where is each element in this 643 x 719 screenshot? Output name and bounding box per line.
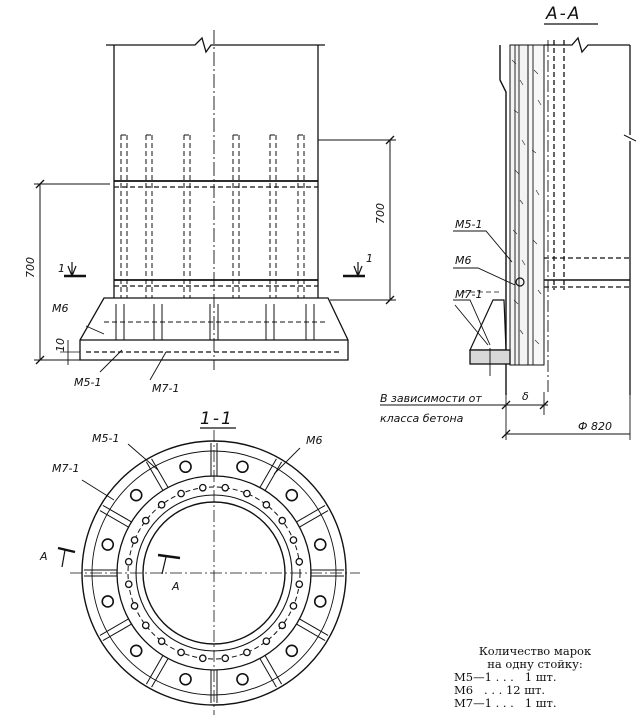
label-m5-front: М5-1	[74, 376, 101, 389]
stiffening-rib-edge	[299, 618, 329, 636]
rebar-dot	[295, 580, 304, 589]
section-11-title: 1-1	[200, 409, 234, 429]
outer-bolt-hole	[285, 488, 299, 502]
label-m7-plan: М7-1	[52, 462, 79, 475]
stiffening-rib-edge	[299, 510, 329, 528]
front-elevation	[34, 30, 396, 381]
plan-bolts-and-ribs	[84, 443, 344, 703]
rebar-dot	[243, 648, 251, 657]
note-concrete-line2: класса бетона	[380, 412, 464, 425]
outer-bolt-hole	[101, 595, 115, 608]
outer-bolt-hole	[236, 460, 249, 474]
stiffening-rib-edge	[102, 623, 132, 642]
rebar-dot	[130, 536, 139, 544]
cut-mark-left: 1	[58, 262, 65, 275]
rebar-dot	[262, 500, 271, 509]
note-title-line2: на одну стойку:	[487, 657, 583, 671]
outer-bolt-hole	[129, 488, 143, 502]
cut-mark-right: 1	[366, 252, 373, 265]
rebar-dot	[278, 621, 287, 630]
note-row-m7: М7—1 . . . 1 шт.	[454, 696, 557, 710]
note-title-line1: Количество марок	[478, 644, 592, 658]
rebar-dot	[141, 516, 150, 525]
outer-bolt-hole	[313, 538, 327, 551]
stiffening-rib-edge	[151, 658, 169, 688]
rebar-dot	[177, 489, 185, 498]
stiffening-rib-edge	[145, 655, 164, 685]
note-row-m5: М5—1 . . . 1 шт.	[454, 670, 557, 684]
label-m6-plan: М6	[306, 434, 323, 447]
rebar-dot	[124, 580, 133, 589]
cut-a-inner: А	[171, 580, 180, 593]
rebar-dot	[157, 500, 166, 509]
section-1-1-plan	[57, 427, 360, 715]
stiffening-rib-edge	[296, 623, 326, 642]
label-m5-aa: М5-1	[455, 218, 482, 231]
outer-bolt-hole	[179, 460, 192, 474]
dim-700-left: 700	[24, 257, 37, 278]
stiffening-rib-edge	[259, 458, 277, 488]
stiffening-rib-edge	[102, 504, 132, 523]
dim-700-right: 700	[374, 203, 387, 224]
section-aa-title: А-А	[545, 4, 581, 24]
rebar-dot	[124, 557, 133, 566]
rebar-dot	[130, 602, 139, 610]
rebar-dot	[177, 648, 185, 657]
label-m6-aa: М6	[455, 254, 472, 267]
label-m6-front: М6	[52, 302, 69, 315]
stiffening-rib-edge	[264, 461, 283, 491]
stiffening-rib-edge	[99, 618, 129, 636]
label-m7-aa: М7-1	[455, 288, 482, 301]
dim-diameter: Ф 820	[578, 420, 612, 433]
rebar-dot	[221, 483, 230, 492]
rebar-dot	[295, 557, 304, 566]
outer-bolt-hole	[129, 644, 143, 658]
dim-10: 10	[54, 338, 67, 352]
cut-a-left: А	[39, 550, 48, 563]
drawing-labels: А-А 1-1 700 700 10 1 1 М6 М5-1 М7-1 М5-1…	[24, 4, 612, 593]
outer-bolt-hole	[179, 672, 192, 686]
rebar-dot	[198, 483, 207, 492]
rebar-dot	[262, 637, 271, 646]
outer-bolt-hole	[236, 672, 249, 686]
stiffening-rib-edge	[264, 655, 283, 685]
marks-quantity-note: Количество марок на одну стойку: М5—1 . …	[440, 645, 630, 710]
note-concrete-line1: В зависимости от	[380, 392, 482, 405]
outer-bolt-hole	[101, 538, 115, 551]
stiffening-rib-edge	[99, 510, 129, 528]
outer-bolt-hole	[285, 644, 299, 658]
rebar-dot	[289, 602, 298, 610]
label-m7-front: М7-1	[152, 382, 179, 395]
stiffening-rib-edge	[296, 504, 326, 523]
dim-delta: δ	[522, 390, 529, 403]
note-row-m6: М6 . . . 12 шт.	[454, 683, 545, 697]
rebar-dot	[157, 637, 166, 646]
section-a-a	[380, 23, 637, 440]
outer-bolt-hole	[313, 595, 327, 608]
rebar-dot	[198, 654, 207, 663]
rebar-dot	[243, 489, 251, 498]
rebar-dot	[289, 536, 298, 544]
stiffening-rib-edge	[145, 461, 164, 491]
label-m5-plan: М5-1	[92, 432, 119, 445]
stiffening-rib-edge	[259, 658, 277, 688]
rebar-dot	[141, 621, 150, 630]
stiffening-rib-edge	[151, 458, 169, 488]
rebar-dot	[278, 516, 287, 525]
rebar-dot	[221, 654, 230, 663]
